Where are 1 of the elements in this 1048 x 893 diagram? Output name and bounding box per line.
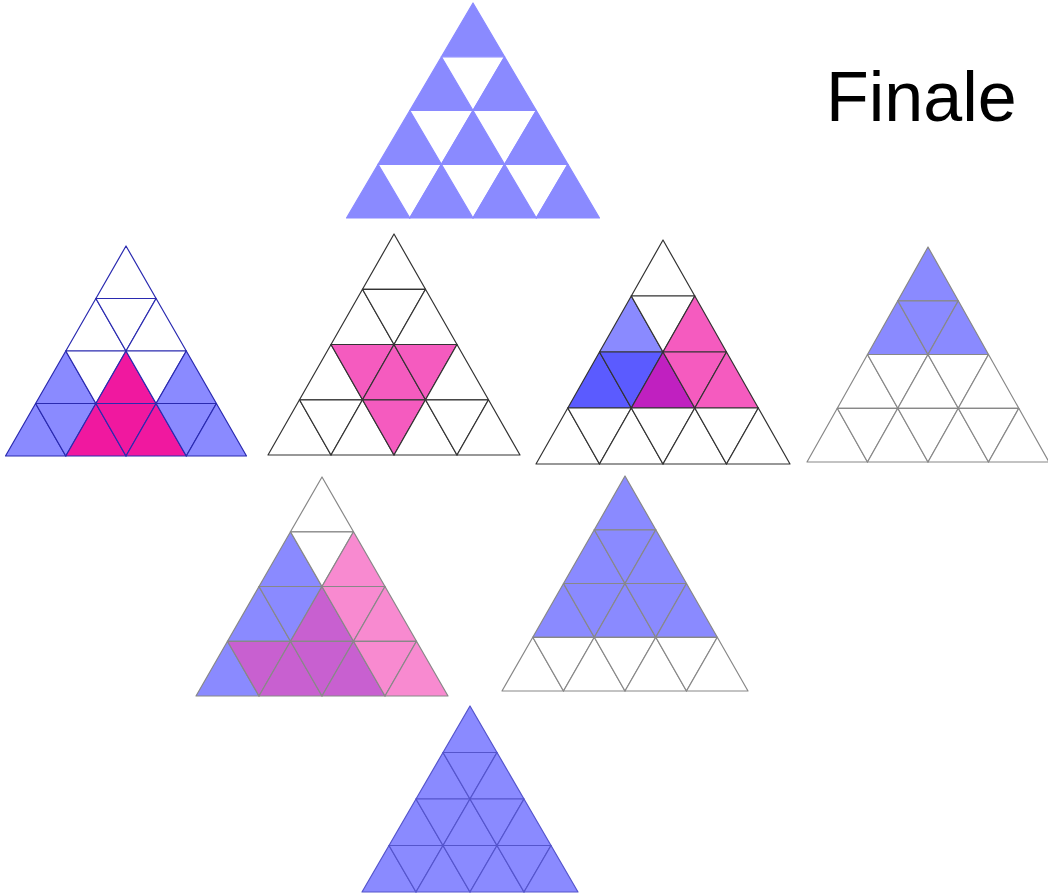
title: Finale bbox=[826, 62, 1017, 132]
